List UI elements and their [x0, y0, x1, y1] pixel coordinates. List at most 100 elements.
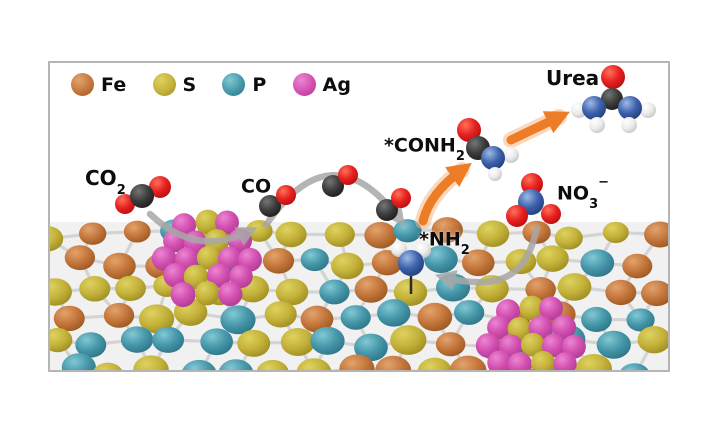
s-atom: [133, 355, 169, 370]
p-atom: [377, 299, 411, 327]
urea-molecule: [571, 65, 656, 133]
p-atom: [581, 306, 612, 333]
s-atom: [536, 245, 569, 272]
p-atom: [620, 363, 649, 370]
fe-atom: [461, 249, 495, 277]
ag-atom: [218, 281, 243, 307]
s-atom: [50, 278, 72, 306]
s-atom: [554, 226, 583, 250]
s-atom: [93, 362, 123, 370]
h-atom: [503, 147, 519, 163]
o-atom: [149, 176, 171, 198]
fe-atom: [354, 275, 388, 303]
fe-atom: [262, 248, 295, 274]
n-atom: [481, 146, 505, 170]
o-atom: [541, 204, 561, 224]
fe-atom: [123, 220, 151, 243]
nh2-label: *NH2: [419, 228, 470, 259]
s-atom: [275, 221, 307, 248]
no3-label-text: NO: [557, 182, 590, 205]
s-atom: [275, 278, 309, 306]
ag-atom: [541, 333, 566, 358]
s-atom: [530, 351, 556, 370]
orange-arrows: [415, 109, 570, 229]
ag-atom: [526, 368, 537, 370]
conh2-label: *CONH2: [384, 134, 465, 165]
co2-label-text: CO: [85, 166, 117, 190]
ag-atom: [215, 210, 239, 235]
ag-atom: [163, 262, 188, 288]
h-atom: [488, 167, 502, 181]
s-atom: [264, 301, 297, 328]
fe-atom: [431, 217, 463, 243]
o-atom: [115, 194, 135, 214]
arrow-co2-to-co: [146, 210, 258, 246]
n-atom: [618, 96, 642, 120]
s-atom: [417, 357, 452, 370]
s-atom: [637, 326, 668, 354]
o-atom: [457, 118, 481, 142]
conh2-molecule: [457, 118, 519, 181]
fe-atom: [300, 305, 334, 333]
fe-swatch: [71, 73, 94, 96]
fe-atom: [371, 250, 403, 276]
legend-item-s: S: [152, 73, 197, 96]
fe-atom: [375, 355, 412, 370]
legend-label-fe: Fe: [101, 73, 127, 96]
co2-molecule: [115, 176, 171, 214]
h-atom: [589, 117, 605, 133]
p-atom: [319, 279, 350, 305]
fe-atom: [64, 245, 96, 271]
ag-atom: [170, 282, 196, 308]
s-atom: [476, 220, 510, 248]
s-atom: [575, 353, 612, 370]
ag-atom: [539, 296, 563, 321]
co2-label: CO2: [85, 166, 126, 198]
nh2-label-text: *NH: [419, 228, 461, 251]
p-atom: [454, 300, 485, 325]
arrow-nh2-to-conh2: [418, 162, 472, 226]
ag-atom: [553, 352, 577, 370]
c-atom: [130, 184, 154, 208]
p-atom: [120, 326, 154, 353]
legend-item-p: P: [222, 73, 266, 96]
s-swatch: [152, 73, 176, 96]
s-atom: [79, 276, 111, 302]
ag-swatch: [292, 73, 316, 96]
s-atom: [296, 358, 332, 370]
p-atom: [75, 332, 107, 358]
s-atom: [50, 327, 73, 353]
o-atom: [506, 205, 528, 227]
p-atom: [626, 308, 655, 332]
fe-atom: [53, 305, 85, 332]
legend-label-ag: Ag: [322, 73, 352, 96]
n-atom: [398, 250, 424, 276]
co-2-molecule: [322, 165, 358, 197]
s-atom: [324, 222, 355, 247]
s-atom: [557, 273, 592, 301]
nh2-molecule: [391, 241, 431, 294]
arrow-no3-to-nh2: [434, 224, 541, 291]
co-3-molecule: [376, 188, 411, 221]
p-atom: [580, 249, 615, 277]
p-atom: [220, 305, 256, 335]
molecules: [115, 65, 656, 294]
s-atom: [602, 221, 629, 243]
co-label: CO: [241, 174, 271, 201]
ag-atom: [217, 246, 242, 271]
fe-atom: [103, 252, 136, 280]
legend-label-p: P: [252, 73, 267, 96]
ag-atom: [475, 333, 501, 358]
fe-atom: [622, 253, 653, 279]
ag-atom: [487, 315, 511, 340]
c-atom: [259, 195, 281, 217]
urea-label-text: Urea: [546, 66, 600, 90]
fe-atom: [78, 222, 107, 245]
ag-atom: [507, 352, 533, 370]
c-atom: [601, 88, 623, 110]
s-atom: [331, 252, 364, 280]
s-atom: [115, 275, 146, 302]
fe-atom: [103, 302, 135, 328]
fe-atom: [364, 221, 397, 249]
